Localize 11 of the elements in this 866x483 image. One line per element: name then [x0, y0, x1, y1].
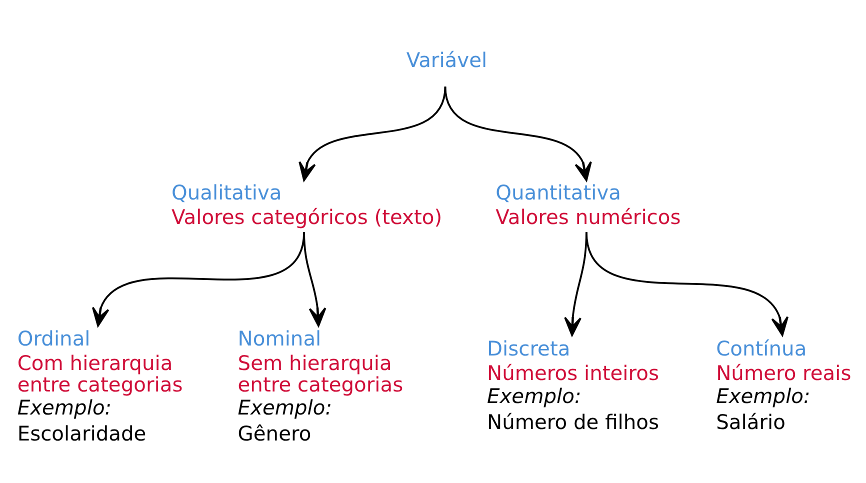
arrow	[586, 232, 789, 336]
node-text: Discreta Números inteiros Exemplo: Número de filhos	[487, 336, 660, 434]
arrow	[303, 232, 326, 327]
arrow	[444, 86, 592, 182]
node-text: Variável	[406, 48, 488, 72]
arrow	[298, 86, 446, 182]
node-text: Quantitativa Valores numéricos	[496, 180, 681, 229]
node-text: Qualitativa Valores categóricos (texto)	[172, 180, 442, 229]
node-text: Ordinal Com hierarquia entre categorias Exemplo: Escolaridade	[17, 326, 183, 446]
node-text: Contínua Número reais Exemplo: Salário	[716, 336, 852, 434]
node-text: Nominal Sem hierarquia entre categorias Exemplo: Gênero	[238, 326, 404, 446]
